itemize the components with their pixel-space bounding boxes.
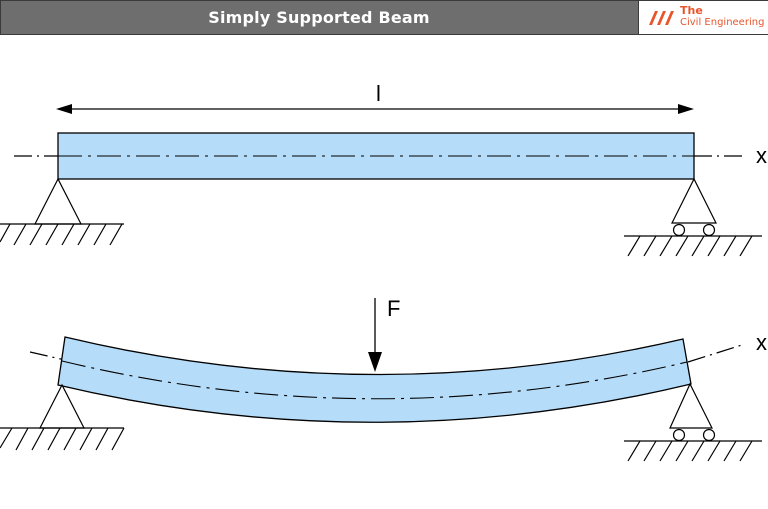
- brand-logo: The Civil Engineering: [638, 1, 768, 34]
- span-dimension-arrow: [56, 104, 694, 114]
- bottom-pin-support: [0, 383, 125, 451]
- logo-stripes-icon: [649, 11, 674, 25]
- logo-text-line1: The: [680, 4, 703, 17]
- bottom-axis-label: x: [756, 330, 767, 355]
- span-label: l: [376, 81, 381, 106]
- bottom-beam: [57, 336, 692, 423]
- beam-diagram: l x: [0, 81, 767, 462]
- top-beam-group: l x: [0, 81, 767, 257]
- top-roller-support: [624, 177, 762, 257]
- top-axis-label: x: [756, 143, 767, 168]
- top-pin-support: [0, 177, 124, 246]
- bottom-beam-group: F x: [0, 296, 767, 462]
- bottom-axis-right: [687, 344, 743, 363]
- load-label: F: [387, 296, 400, 321]
- bottom-beam-centerline: [61, 360, 688, 400]
- bottom-roller-support: [624, 382, 762, 462]
- load-arrow: [368, 298, 382, 372]
- header-bar: Simply Supported Beam The Civil Engineer…: [0, 0, 768, 35]
- logo-text-line2: Civil Engineering: [680, 17, 765, 28]
- page-title: Simply Supported Beam: [208, 8, 430, 27]
- bottom-axis-left: [29, 351, 66, 361]
